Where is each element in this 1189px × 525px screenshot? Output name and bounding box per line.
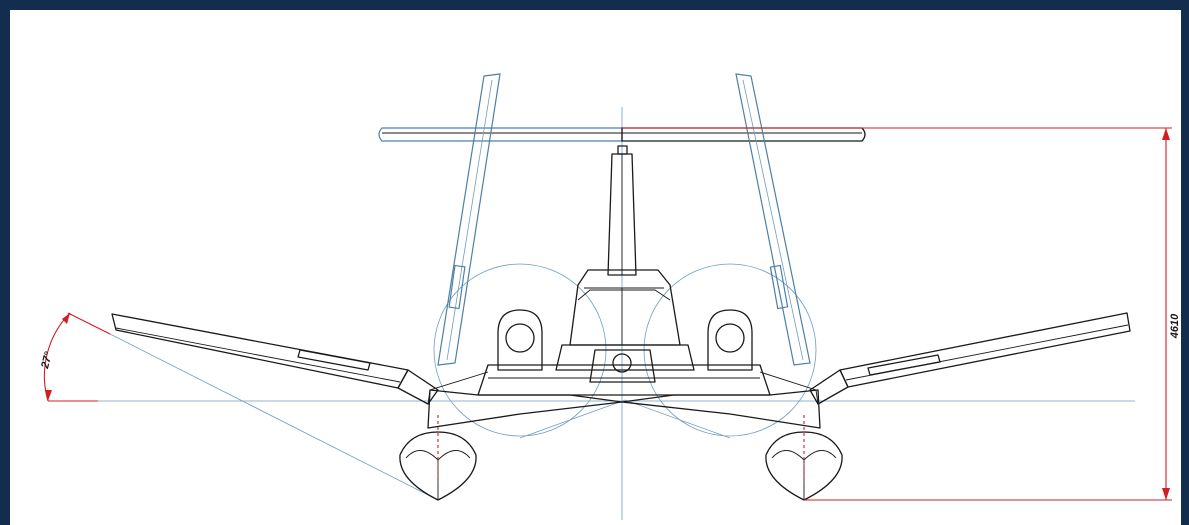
canopy-inner-frame — [577, 289, 671, 301]
dihedral-reference-line — [109, 333, 439, 501]
angle-arrow-bottom — [45, 390, 52, 401]
struts — [437, 73, 811, 366]
left-wing-root — [397, 369, 439, 405]
right-engine-nacelle — [707, 309, 753, 371]
left-float — [399, 431, 477, 501]
left-engine-intake — [505, 323, 535, 353]
left-propeller-disc — [433, 263, 607, 437]
height-arrow-top — [1162, 128, 1170, 140]
wings — [111, 312, 1131, 405]
floats — [399, 415, 843, 501]
angle-dimension-label: 27° — [39, 350, 55, 371]
construction-lines — [98, 107, 1135, 520]
fuselage — [427, 269, 821, 429]
height-arrow-bottom — [1162, 488, 1170, 500]
height-dimension: 4610 — [622, 127, 1181, 501]
left-strut — [437, 73, 501, 366]
left-aileron — [297, 349, 371, 371]
angle-dimension: 27° — [39, 312, 111, 402]
belly-right-construction — [624, 399, 731, 439]
right-strut-inner-line — [742, 79, 804, 361]
right-propeller-disc — [643, 263, 817, 437]
lower-hull — [427, 389, 821, 429]
left-engine-nacelle — [497, 309, 543, 371]
angle-arrow-top — [62, 313, 70, 324]
aircraft-front-view-drawing: 4610 27° — [39, 73, 1181, 520]
right-strut — [735, 73, 811, 366]
angle-extension-line — [67, 312, 111, 335]
left-strut-inner-line — [446, 79, 493, 361]
cockpit-base — [555, 344, 695, 371]
right-strut-attach — [759, 371, 819, 405]
hub-fairing — [589, 349, 656, 383]
belly-left-construction — [519, 399, 626, 439]
right-wing-root — [809, 369, 849, 405]
left-strut-attach — [427, 371, 489, 405]
left-wing — [111, 313, 409, 389]
height-dimension-label: 4610 — [1169, 313, 1181, 339]
right-strut-fairing — [769, 264, 789, 310]
left-wing-trailing-line — [115, 327, 401, 383]
right-float — [765, 431, 843, 501]
stabilizer-left-half — [378, 127, 623, 142]
stabilizer-right-half — [621, 127, 866, 142]
drawing-sheet: 4610 27° — [10, 10, 1181, 525]
right-engine-intake — [715, 323, 745, 353]
canopy — [569, 269, 681, 346]
fin-cap — [617, 145, 628, 155]
vertical-fin — [607, 153, 637, 276]
left-strut-fairing — [448, 264, 466, 310]
right-aileron — [867, 354, 941, 376]
right-wing — [839, 312, 1131, 388]
propeller-hub — [612, 353, 632, 373]
